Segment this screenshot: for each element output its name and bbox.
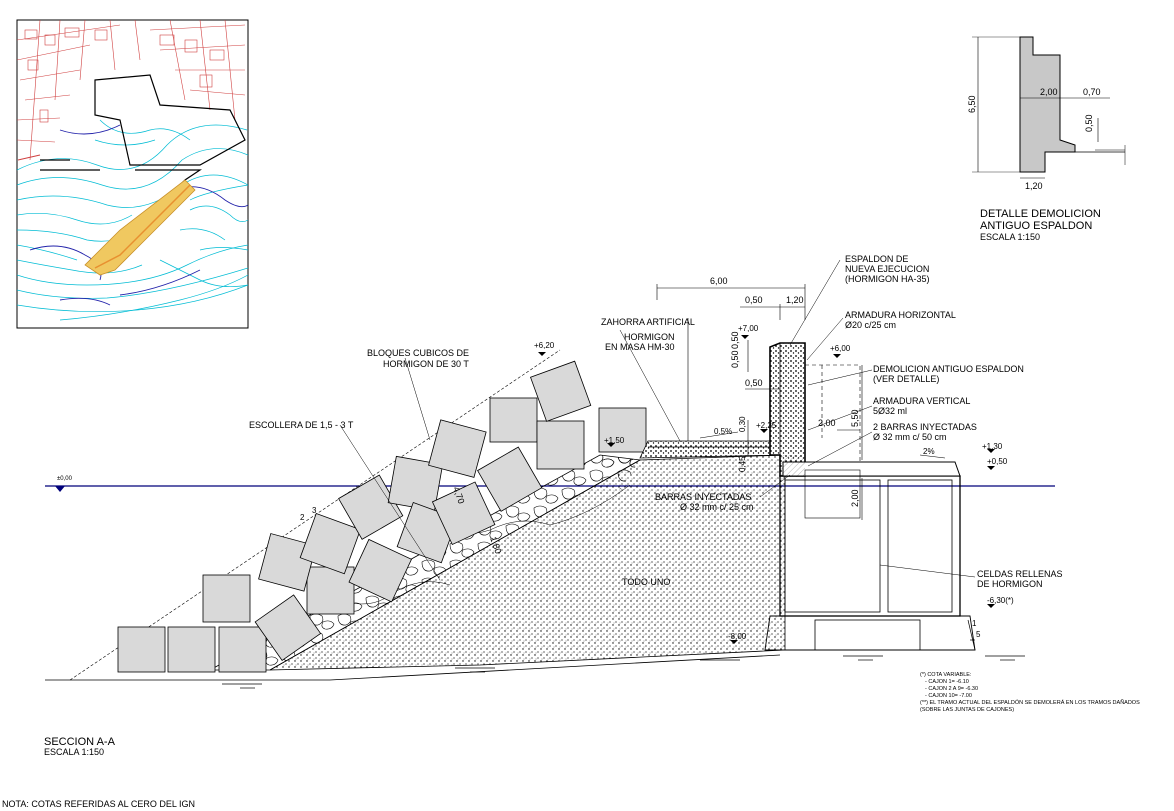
detail-title-2: ANTIGUO ESPALDON bbox=[980, 220, 1092, 232]
label-arm-h-2: Ø20 c/25 cm bbox=[845, 320, 896, 330]
footnote-3: - CAJON 10= -7.00 bbox=[925, 693, 972, 699]
level-050: +0,50 bbox=[987, 457, 1008, 466]
level-150: +1,50 bbox=[604, 436, 625, 445]
label-arm-v-1: ARMADURA VERTICAL bbox=[873, 396, 970, 406]
label-barras2-2: Ø 32 mm c/ 50 cm bbox=[873, 432, 947, 442]
label-celdas-1: CELDAS RELLENAS bbox=[977, 569, 1063, 579]
label-hormigon-2: EN MASA HM-30 bbox=[605, 342, 675, 352]
footnote-1: - CAJON 1= -6.10 bbox=[925, 679, 969, 685]
level-225: +2,25 bbox=[756, 421, 777, 430]
label-demol-1: DEMOLICION ANTIGUO ESPALDON bbox=[873, 364, 1024, 374]
label-bloques-2: HORMIGON DE 30 T bbox=[383, 359, 469, 369]
level-600: +6,00 bbox=[830, 344, 851, 353]
dim-050b: 0,50 bbox=[745, 378, 763, 388]
slope-05: 0.5% bbox=[714, 427, 732, 436]
slope-5: 5 bbox=[976, 630, 981, 639]
section-scale: ESCALA 1:150 bbox=[44, 747, 104, 757]
dim-045: 0,45 bbox=[738, 456, 747, 472]
dim-180: 1,80 bbox=[488, 535, 503, 555]
dim-470: 4,70 bbox=[451, 485, 466, 505]
label-arm-v-2: 5Ø32 ml bbox=[873, 406, 907, 416]
detail-scale: ESCALA 1:150 bbox=[980, 232, 1040, 242]
footnote-5: (SOBRE LAS JUNTAS DE CAJONES) bbox=[920, 707, 1014, 713]
dim-030: 0,30 bbox=[738, 416, 747, 432]
slope-1: 1 bbox=[972, 619, 977, 628]
detail-height: 6,50 bbox=[967, 95, 977, 113]
level-620: +6,20 bbox=[534, 341, 555, 350]
level-130: +1,30 bbox=[982, 442, 1003, 451]
level-700: +7,00 bbox=[738, 324, 759, 333]
label-hormigon-1: HORMIGON bbox=[624, 332, 675, 342]
label-espaldon-3: (HORMIGON HA-35) bbox=[845, 274, 930, 284]
dim-050: 0,50 bbox=[745, 295, 763, 305]
demolition-detail bbox=[972, 36, 1126, 179]
location-map bbox=[16, 19, 249, 329]
footnote-2: - CAJON 2 A 9= -6.30 bbox=[925, 686, 978, 692]
label-demol-2: (VER DETALLE) bbox=[873, 374, 939, 384]
dim-200: 2,00 bbox=[818, 418, 836, 428]
detail-title-1: DETALLE DEMOLICION bbox=[980, 208, 1101, 220]
footnote-0: (*) COTA VARIABLE: bbox=[920, 672, 972, 678]
label-bloques-1: BLOQUES CUBICOS DE bbox=[367, 348, 469, 358]
label-arm-h-1: ARMADURA HORIZONTAL bbox=[845, 310, 956, 320]
note: NOTA: COTAS REFERIDAS AL CERO DEL IGN bbox=[2, 799, 195, 809]
dim-050v: 0,50 bbox=[730, 331, 740, 349]
level-000: ±0,00 bbox=[57, 476, 73, 482]
dim-0500: 0,50 bbox=[730, 350, 740, 368]
label-todouno: TODO UNO bbox=[622, 577, 670, 587]
detail-width-top: 2,00 bbox=[1040, 87, 1058, 97]
slope-3: 3 bbox=[312, 506, 317, 515]
label-zahorra: ZAHORRA ARTIFICIAL bbox=[601, 317, 695, 327]
armour-blocks bbox=[117, 360, 647, 673]
slope-2: 2 bbox=[300, 513, 305, 522]
slope-2pct: 2% bbox=[923, 447, 935, 456]
footnote-4: (**) EL TRAMO ACTUAL DEL ESPALDÓN SE DEM… bbox=[920, 699, 1140, 706]
label-espaldon-1: ESPALDON DE bbox=[845, 254, 908, 264]
label-celdas-2: DE HORMIGON bbox=[977, 579, 1043, 589]
label-barras-2: Ø 32 mm c/ 25 cm bbox=[680, 502, 754, 512]
level-630: -6,30(*) bbox=[987, 596, 1014, 605]
dim-top-width: 6,00 bbox=[710, 276, 728, 286]
dim-120: 1,20 bbox=[786, 295, 804, 305]
label-escollera: ESCOLLERA DE 1,5 - 3 T bbox=[249, 420, 354, 430]
detail-step: 0,70 bbox=[1083, 87, 1101, 97]
label-barras-1: BARRAS INYECTADAS bbox=[655, 492, 751, 502]
detail-base: 1,20 bbox=[1025, 181, 1043, 191]
dim-550: 5,50 bbox=[850, 409, 860, 427]
section-title: SECCION A-A bbox=[44, 736, 116, 748]
detail-step-h: 0,50 bbox=[1084, 114, 1094, 132]
level-800: -8,00 bbox=[728, 632, 747, 641]
label-espaldon-2: NUEVA EJECUCION bbox=[845, 264, 929, 274]
dim-200v: 2,00 bbox=[850, 489, 860, 507]
label-barras2-1: 2 BARRAS INYECTADAS bbox=[873, 422, 977, 432]
